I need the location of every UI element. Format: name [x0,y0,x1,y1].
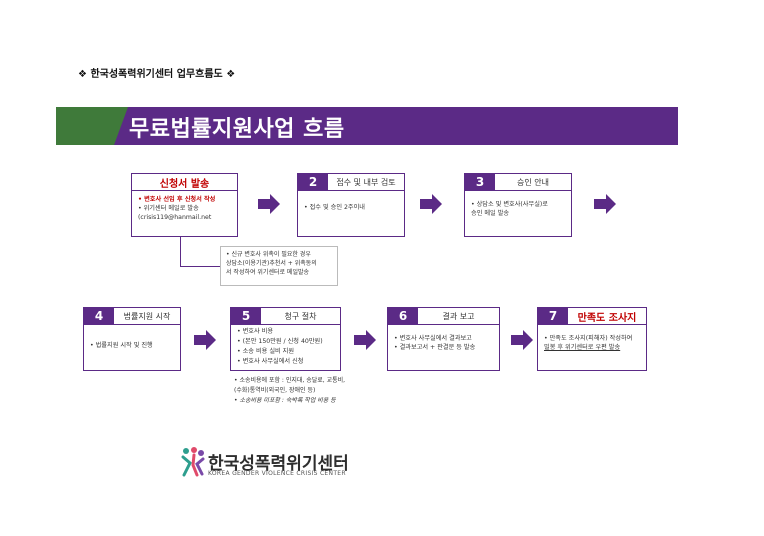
step-4-label: 법률지원 시작 [123,311,171,321]
step-7-line: • 만족도 조사지(피해자) 작성하여 [544,335,633,342]
step-3-line: • 상담소 및 변호사(사무실)로 [471,201,548,208]
right-arrow-icon [594,194,616,214]
right-arrow-icon [354,330,376,350]
step-4-line: • 법률지원 시작 및 진행 [90,342,153,349]
step-1-line: (crisis119@hanmail.net [138,214,212,221]
step-5-line: • (본안 150만원 / 신청 40만원) [237,338,323,345]
step-6-body: • 변호사 사무실에서 결과보고 • 결과보고서 + 판결문 등 발송 [387,325,500,371]
banner-title: 무료법률지원사업 흐름 [129,117,345,142]
step-2-line: • 접수 및 승인 2주이내 [304,204,365,211]
logo-name-korean: 한국성폭력위기센터 [208,454,349,474]
step-1-line: • 위기센터 메일로 발송 [138,205,199,212]
right-arrow-icon [511,330,533,350]
connector-line [180,266,220,267]
step-4-body: • 법률지원 시작 및 진행 [83,325,181,371]
connector-line [180,237,181,266]
right-arrow-icon [420,194,442,214]
step-7-body: • 만족도 조사지(피해자) 작성하여 밀봉 후 위기센터로 우편 발송 [537,325,647,371]
step-6-header: 6 결과 보고 [387,307,500,325]
center-logo-icon [181,447,205,477]
step-6-line: • 변호사 사무실에서 결과보고 [394,335,472,342]
step-7-header: 7 만족도 조사지 [537,307,647,325]
step-4-number: 4 [84,308,114,324]
cost-note: • 소송비용에 포함 : 인지대, 송달료, 교통비, (수화)통역비(외국인,… [234,376,345,406]
logo-name-english: KOREA GENDER VIOLENCE CRISIS CENTER [208,470,346,477]
step-7-number: 7 [538,308,568,324]
step-3-number: 3 [465,174,495,190]
page-title: ❖ 한국성폭력위기센터 업무흐름도 ❖ [78,69,236,80]
step-6-line: • 결과보고서 + 판결문 등 발송 [394,344,476,351]
step-3-header: 3 승인 안내 [464,173,572,191]
step-7-line: 밀봉 후 위기센터로 우편 발송 [544,344,621,351]
step-2-header: 2 접수 및 내부 검토 [297,173,405,191]
cost-note-line: • 소송비용에 포함 : 인지대, 송달료, 교통비, [234,377,346,384]
banner-accent [56,107,128,145]
step-7-label: 만족도 조사지 [577,312,637,324]
step-1-header: 신청서 발송 [131,173,238,191]
note-line: • 신규 변호사 위촉이 필요한 경우 [226,251,311,258]
step-4-header: 4 법률지원 시작 [83,307,181,325]
step-5-line: • 변호사 사무실에서 신청 [237,358,304,365]
step-5-line: • 변호사 비용 [237,328,274,335]
step-1-body: • 변호사 선임 후 신청서 작성 • 위기센터 메일로 발송 (crisis1… [131,191,238,237]
step-2-number: 2 [298,174,328,190]
step-6-label: 결과 보고 [442,311,475,321]
step-2-body: • 접수 및 승인 2주이내 [297,191,405,237]
step-3-line: 승인 메일 발송 [471,210,510,217]
banner: 무료법률지원사업 흐름 [56,107,678,145]
step-5-number: 5 [231,308,261,324]
step-5-label: 청구 절차 [284,311,317,321]
step-1-line: • 변호사 선임 후 신청서 작성 [138,196,216,203]
step-5-line: • 소송 비용 실비 지원 [237,348,295,355]
step-5-body: • 변호사 비용 • (본안 150만원 / 신청 40만원) • 소송 비용 … [230,325,341,371]
step-3-body: • 상담소 및 변호사(사무실)로 승인 메일 발송 [464,191,572,237]
step-2-label: 접수 및 내부 검토 [336,177,396,187]
right-arrow-icon [258,194,280,214]
note-line: 서 작성하여 위기센터로 메일발송 [226,269,310,276]
cost-note-line: • 소송비용 미포함 : 숙박록 작업 비용 등 [234,397,336,404]
step-3-label: 승인 안내 [517,177,549,187]
cost-note-line: (수화)통역비(외국인, 장애인 등) [234,387,316,394]
new-lawyer-note: • 신규 변호사 위촉이 필요한 경우 상담소(이용기관)추천서 + 위촉동의 … [220,246,338,286]
step-1-label: 신청서 발송 [159,178,210,190]
step-5-header: 5 청구 절차 [230,307,341,325]
right-arrow-icon [194,330,216,350]
note-line: 상담소(이용기관)추천서 + 위촉동의 [226,260,317,267]
step-6-number: 6 [388,308,418,324]
